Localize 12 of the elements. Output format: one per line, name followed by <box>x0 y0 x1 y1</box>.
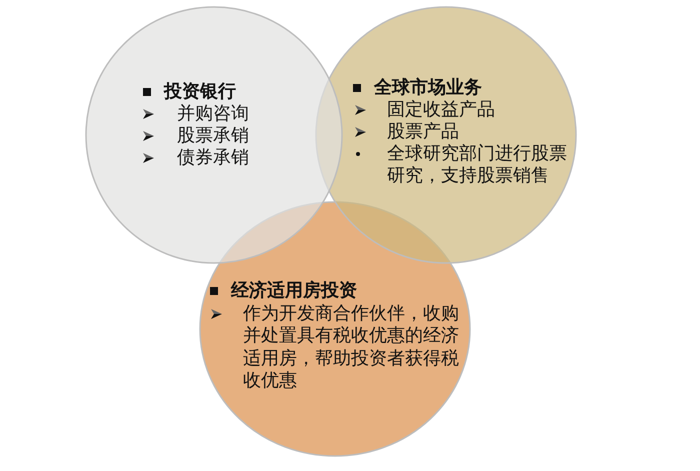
list-item-text: 固定收益产品 <box>387 99 496 121</box>
list-item-text: 全球研究部门进行股票研究，支持股票销售 <box>387 143 568 187</box>
list-item-text: 股票承销 <box>177 125 250 147</box>
list-item-text: 并购咨询 <box>177 103 250 125</box>
heading-text: 全球市场业务 <box>374 77 483 99</box>
list-item-text: 作为开发商合作伙伴，收购并处置具有税收优惠的经济适用房，帮助投资者获得税收优惠 <box>243 303 460 392</box>
venn-circle <box>199 201 471 457</box>
list-item-text: 债券承销 <box>177 147 250 169</box>
heading-text: 经济适用房投资 <box>231 280 358 302</box>
heading-text: 投资银行 <box>164 81 237 103</box>
list-item-text: 股票产品 <box>387 121 460 143</box>
venn-circle <box>85 6 343 264</box>
